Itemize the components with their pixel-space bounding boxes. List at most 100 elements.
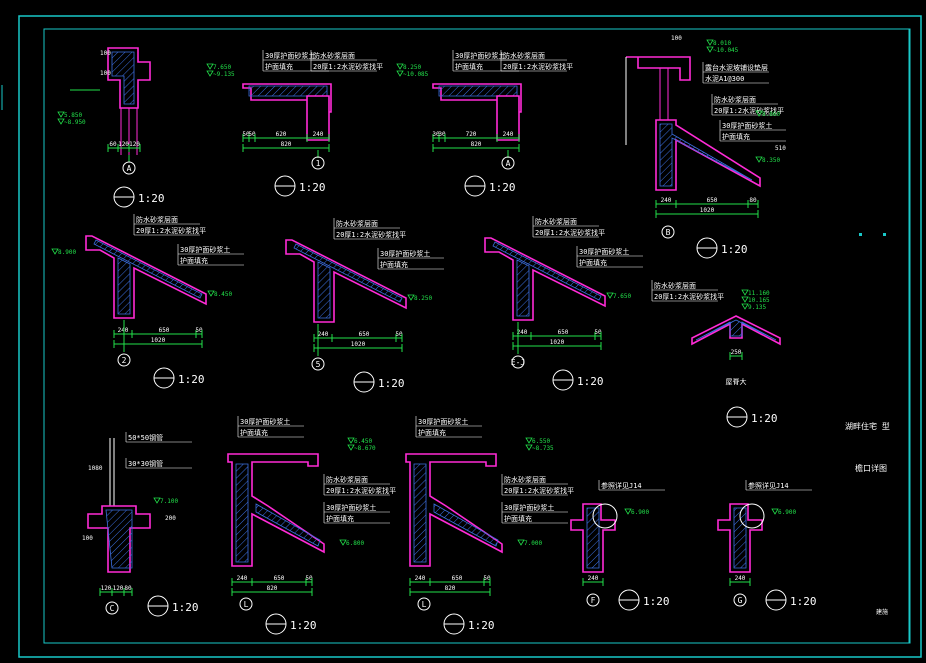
grid-letter: 5 bbox=[316, 360, 321, 369]
hatch-fill bbox=[105, 509, 133, 569]
grid-bubble bbox=[661, 225, 675, 239]
sheet-title: 檐口详图 bbox=[855, 463, 887, 473]
material-note: 护面填充 bbox=[180, 256, 208, 265]
elevation-marker bbox=[347, 437, 355, 444]
dimension-label: 650 bbox=[707, 197, 718, 204]
detail-8: 30厚护面砂浆土护面填充防水砂浆层面20厚1:2水泥砂浆找平30厚护面砂浆土护面… bbox=[227, 416, 396, 635]
enlarge-callout bbox=[739, 503, 765, 529]
hatch-fill bbox=[586, 507, 600, 569]
grid-letter: G bbox=[738, 596, 743, 605]
material-note: 护面填充 bbox=[265, 62, 293, 71]
scale-label: 1:20 bbox=[489, 181, 516, 194]
grid-bubble bbox=[117, 353, 131, 367]
material-note: 防水砂浆层面 bbox=[504, 475, 546, 484]
hatch-fill bbox=[733, 507, 747, 569]
dimension-label: 1020 bbox=[700, 207, 715, 214]
grid-letter: B bbox=[666, 228, 671, 237]
dimension-label: 50 bbox=[594, 329, 602, 336]
elevation-marker bbox=[741, 303, 749, 310]
dimension-label: 820 bbox=[445, 585, 456, 592]
inner-border bbox=[43, 28, 911, 644]
hatch-fill bbox=[659, 123, 753, 187]
hatch-fill bbox=[433, 503, 499, 547]
material-note: 露台水泥坡铺设垫层 bbox=[705, 63, 768, 72]
scale-label: 1:20 bbox=[468, 619, 495, 632]
dimension-label: 30 bbox=[432, 131, 440, 138]
material-note: 防水砂浆层面 bbox=[535, 217, 577, 226]
scale-label: 1:20 bbox=[138, 192, 165, 205]
dimension-label: 240 bbox=[735, 575, 746, 582]
material-note: 20厚1:2水泥砂浆找平 bbox=[336, 230, 406, 239]
grid-letter: L bbox=[244, 600, 249, 609]
grid-bubble bbox=[501, 156, 515, 170]
grid-letter: A bbox=[127, 164, 132, 173]
material-note: 30厚护面砂浆土 bbox=[326, 503, 376, 512]
dimension-label: 120 bbox=[118, 141, 129, 148]
material-note: 参照详见J14 bbox=[601, 481, 642, 490]
material-note: 防水砂浆层面 bbox=[326, 475, 368, 484]
dimension-label: 240 bbox=[517, 329, 528, 336]
dimension-label: 1020 bbox=[351, 341, 366, 348]
detail-9: 30厚护面砂浆土护面填充防水砂浆层面20厚1:2水泥砂浆找平30厚护面砂浆土护面… bbox=[405, 416, 574, 635]
hatch-fill bbox=[248, 85, 328, 97]
material-note: 护面填充 bbox=[455, 62, 483, 71]
elevation-marker bbox=[51, 248, 59, 255]
dimension-label: 650 bbox=[558, 329, 569, 336]
scale-label: 1:20 bbox=[643, 595, 670, 608]
material-note: 30厚护面砂浆土 bbox=[180, 245, 230, 254]
elevation-marker bbox=[347, 444, 355, 451]
dimension-label: 240 bbox=[415, 575, 426, 582]
hatch-fill bbox=[516, 259, 530, 317]
dimension-label: 1080 bbox=[88, 465, 103, 472]
material-note: 20厚1:2水泥砂浆找平 bbox=[136, 226, 206, 235]
dimension-label: 240 bbox=[237, 575, 248, 582]
marker-dot bbox=[859, 233, 862, 236]
marker-dot bbox=[883, 233, 886, 236]
elevation-marker bbox=[206, 63, 214, 70]
grid-bubble bbox=[511, 355, 525, 369]
roof-slab-section bbox=[285, 239, 407, 323]
material-note: 30厚护面砂浆土 bbox=[504, 503, 554, 512]
elevation-marker bbox=[517, 539, 525, 546]
material-note: 20厚1:2水泥砂浆找平 bbox=[654, 292, 724, 301]
dimension-label: 240 bbox=[661, 197, 672, 204]
elevation-marker bbox=[706, 46, 714, 53]
elevation-label: 8.250 bbox=[414, 295, 432, 302]
elevation-label: 6.450 bbox=[354, 438, 372, 445]
grid-bubble bbox=[733, 593, 747, 607]
dimension-label: 650 bbox=[159, 327, 170, 334]
dimension-label: 510 bbox=[775, 145, 786, 152]
dimension-label: 620 bbox=[276, 131, 287, 138]
scale-label: 1:20 bbox=[378, 377, 405, 390]
elevation-marker bbox=[407, 294, 415, 301]
material-note: 护面填充 bbox=[504, 514, 532, 523]
grid-letter: 1 bbox=[316, 159, 321, 168]
elevation-marker bbox=[525, 437, 533, 444]
dimension-label: 1020 bbox=[550, 339, 565, 346]
elevation-marker bbox=[741, 289, 749, 296]
grid-letter: C bbox=[110, 604, 115, 613]
dimension-label: 720 bbox=[466, 131, 477, 138]
material-note: 20厚1:2水泥砂浆找平 bbox=[504, 486, 574, 495]
elevation-marker bbox=[606, 292, 614, 299]
dimension-label: 120 bbox=[113, 585, 124, 592]
dimension-label: 820 bbox=[471, 141, 482, 148]
elevation-label: 8.250 bbox=[403, 64, 421, 71]
material-note: 防水砂浆层面 bbox=[336, 219, 378, 228]
hatch-fill bbox=[111, 51, 135, 105]
dimension-label: 60 bbox=[109, 141, 117, 148]
dimension-label: 80 bbox=[124, 585, 132, 592]
scale-label: 1:20 bbox=[178, 373, 205, 386]
dimension-label: 50 bbox=[242, 131, 250, 138]
grid-bubble bbox=[417, 597, 431, 611]
dimension-label: 100 bbox=[82, 535, 93, 542]
roof-slab-section bbox=[85, 235, 207, 319]
dimension-label: 50 bbox=[395, 331, 403, 338]
material-note: 30厚护面砂浆土 bbox=[265, 51, 315, 60]
scale-label: 1:20 bbox=[751, 412, 778, 425]
elevation-label: 5.850 bbox=[64, 112, 82, 119]
